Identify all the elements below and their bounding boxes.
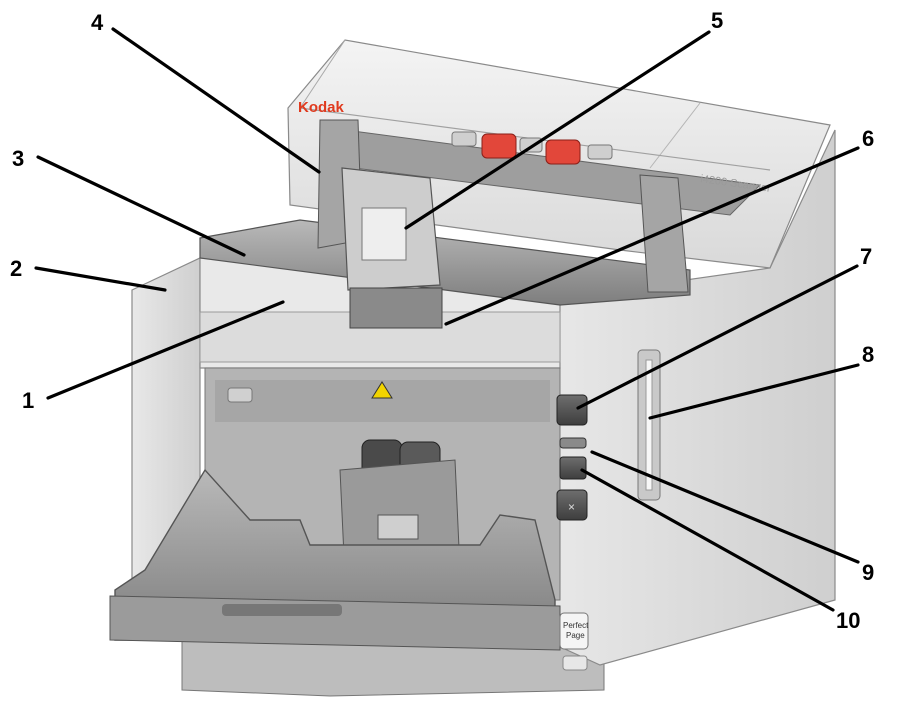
roller-left [481,133,517,159]
callout-9: 9 [862,560,874,585]
stop-button [556,489,588,521]
gap-release [349,287,443,329]
callout-1: 1 [22,388,34,413]
leader-4 [111,27,321,174]
leader-1 [46,300,285,400]
indicator-light [559,437,587,449]
leader-2 [34,266,167,292]
perfect-page-badge [559,612,589,650]
operator-display [556,394,588,426]
roller-right [545,139,581,165]
callout-4: 4 [91,10,104,35]
callout-numbers: 1 2 3 4 5 6 7 8 9 10 [10,8,874,633]
callout-10: 10 [836,608,860,633]
scroll-button [559,456,587,480]
callout-8: 8 [862,342,874,367]
leader-lines [34,27,860,612]
callout-2: 2 [10,256,22,281]
leader-3 [36,155,246,257]
leader-9 [590,450,860,564]
leader-6 [444,146,860,326]
callout-7: 7 [860,244,872,269]
badge-line1: Perfect [563,621,589,630]
callout-3: 3 [12,146,24,171]
leader-10 [580,468,835,612]
warning-icon [371,381,393,399]
callout-6: 6 [862,126,874,151]
svg-text:×: × [568,500,575,514]
leader-8 [648,363,860,420]
scanner-illustration: Kodak i4200 Scanner × [109,39,836,697]
badge-line2: Page [566,631,585,640]
side-guide-right [639,174,689,293]
leader-5 [404,30,711,230]
brand-logo: Kodak [298,99,345,116]
leader-7 [576,264,859,410]
callout-5: 5 [711,8,723,33]
